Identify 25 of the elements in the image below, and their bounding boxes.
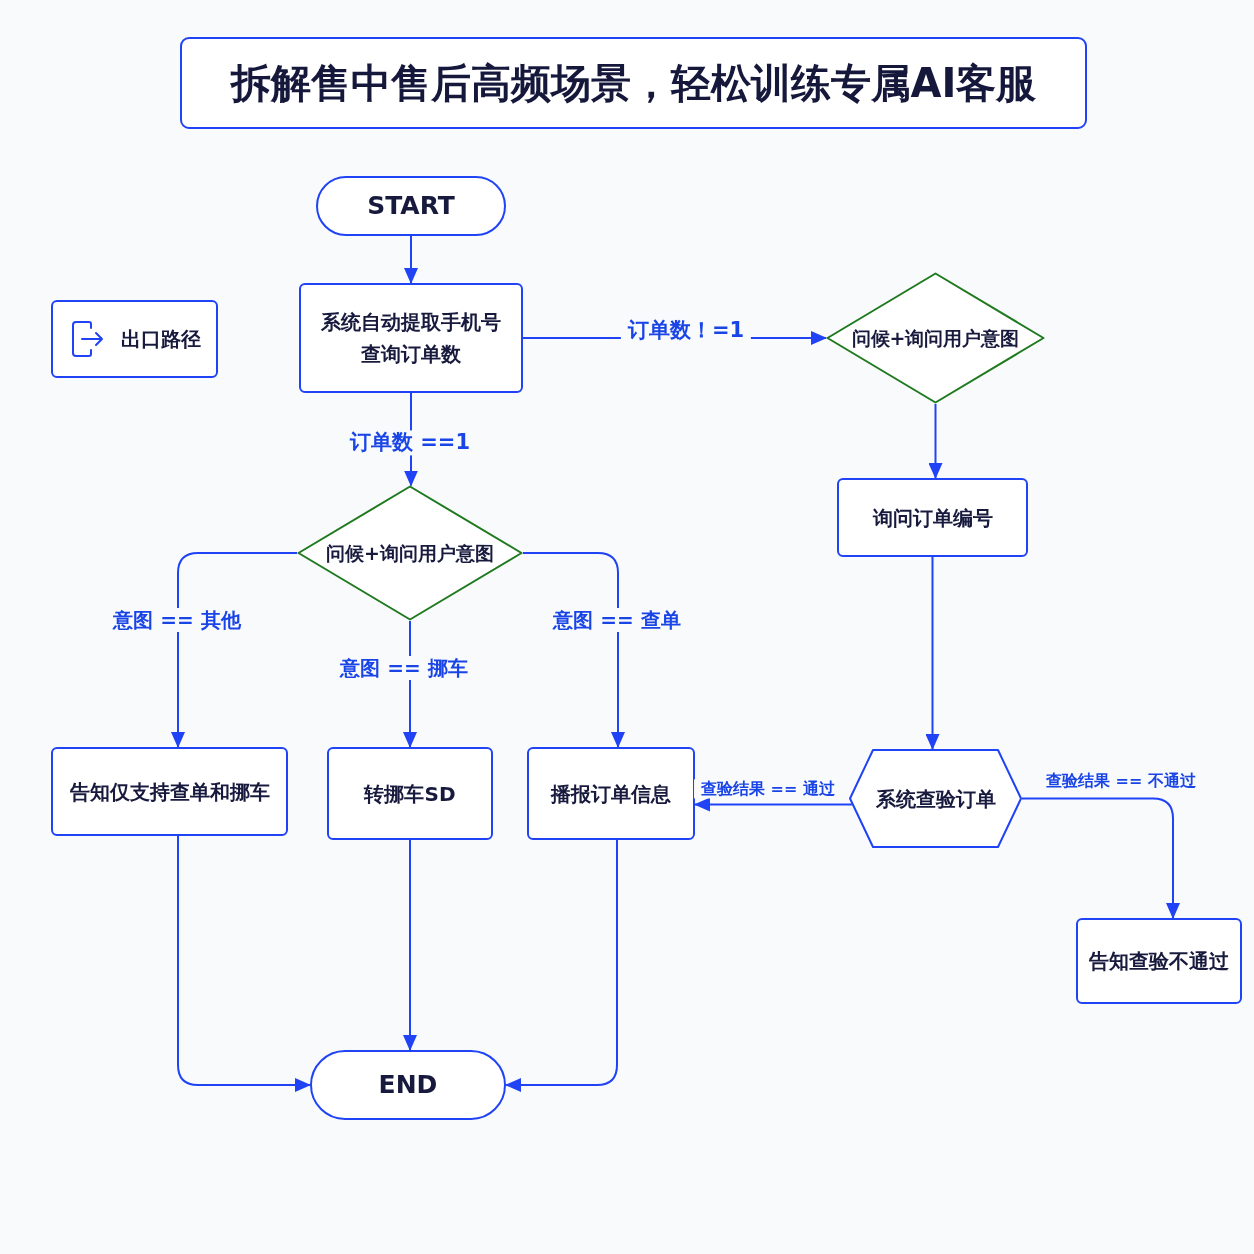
process-box: 告知查验不通过 <box>1076 918 1242 1004</box>
terminal-box: START <box>316 176 506 236</box>
edge-label: 订单数！=1 <box>620 318 752 344</box>
process-box: 询问订单编号 <box>837 478 1028 557</box>
process-box <box>51 300 218 378</box>
arrow <box>505 839 618 1092</box>
terminal-box: END <box>310 1050 506 1120</box>
process-box: 告知仅支持查单和挪车 <box>51 747 288 836</box>
arrow <box>177 835 311 1092</box>
arrow <box>522 552 625 748</box>
arrow <box>1021 797 1180 919</box>
arrow <box>925 556 940 750</box>
decision-diamond: 问候+询问用户意图 <box>297 485 523 621</box>
arrow <box>928 403 943 479</box>
title: 拆解售中售后高频场景，轻松训练专属AI客服 <box>180 37 1087 129</box>
process-box: 系统自动提取手机号查询订单数 <box>299 283 523 393</box>
hexagon-box: 系统查验订单 <box>849 749 1022 848</box>
arrow <box>403 839 417 1051</box>
arrow <box>404 235 418 284</box>
process-box: 转挪车SD <box>327 747 493 840</box>
arrow <box>694 797 853 812</box>
decision-diamond: 问候+询问用户意图 <box>826 272 1045 404</box>
arrow <box>171 552 298 748</box>
node-label: 出口路径 <box>121 326 201 353</box>
process-box: 播报订单信息 <box>527 747 695 840</box>
